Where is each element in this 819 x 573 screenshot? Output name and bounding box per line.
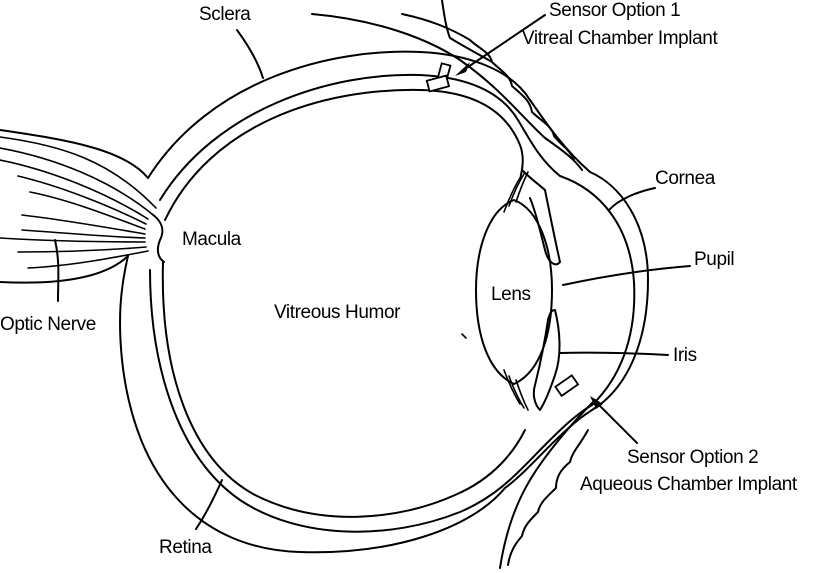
ciliary-body-lower	[504, 310, 560, 410]
label-sensor1-line2: Vitreal Chamber Implant	[522, 28, 718, 49]
leader-optic-nerve	[55, 240, 58, 301]
sensor-1-implant	[427, 63, 451, 91]
cornea-outer	[560, 176, 634, 405]
leader-sclera	[237, 30, 263, 78]
label-macula: Macula	[182, 229, 242, 250]
label-pupil: Pupil	[694, 249, 734, 270]
leader-iris	[560, 353, 668, 355]
label-optic-nerve: Optic Nerve	[0, 314, 96, 335]
leader-sensor2	[597, 403, 637, 443]
sensor-2-implant	[555, 375, 578, 395]
label-sensor2-line1: Sensor Option 2	[627, 447, 758, 468]
macula-notch	[152, 214, 164, 262]
optic-nerve-sheath-lower	[0, 256, 128, 283]
label-vitreous-humor: Vitreous Humor	[274, 302, 401, 323]
label-sclera: Sclera	[199, 4, 251, 25]
label-lens: Lens	[491, 284, 531, 305]
label-sensor2-line2: Aqueous Chamber Implant	[580, 474, 798, 495]
retina-layer-lower	[163, 262, 525, 517]
leader-retina	[196, 480, 222, 529]
label-iris: Iris	[673, 345, 697, 366]
arrow-sensor1	[455, 62, 470, 76]
leader-pupil	[563, 266, 690, 285]
retina-layer	[165, 90, 523, 220]
ciliary-body-upper	[504, 170, 560, 264]
label-sensor1-line1: Sensor Option 1	[549, 0, 680, 21]
optic-nerve-fibers	[0, 137, 156, 268]
label-cornea: Cornea	[655, 168, 716, 189]
speck	[462, 334, 466, 338]
label-retina: Retina	[159, 537, 212, 558]
